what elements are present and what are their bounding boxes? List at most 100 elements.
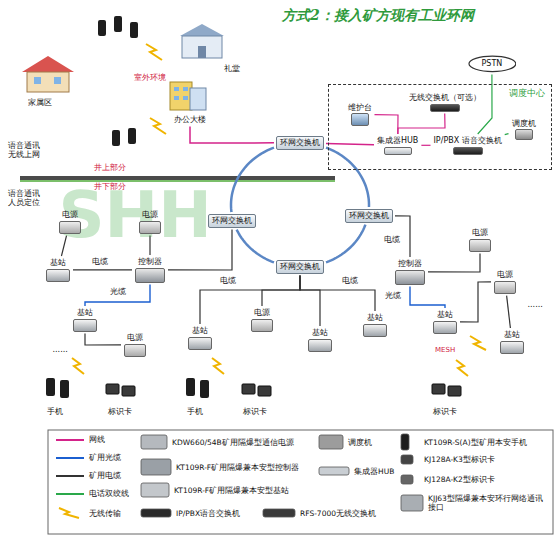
rfs-sample [263, 509, 295, 517]
text-label: 电缆 [219, 276, 237, 286]
legend-swatch [318, 434, 344, 450]
legend-item: KT109R-F矿用隔爆兼本安型基站 [140, 482, 289, 498]
ring-link [326, 225, 365, 263]
power-supply: 电源 [58, 210, 82, 234]
card2-sample [401, 475, 413, 484]
cable-link [507, 296, 511, 328]
kjj-sample [401, 495, 423, 511]
wireless-bolts [456, 360, 468, 376]
node-text: 电源 [62, 210, 78, 220]
house-icon [27, 72, 69, 92]
legend-item: KJJ63型隔爆兼本安环行网络通讯接口 [400, 494, 548, 512]
cable-link [73, 269, 132, 270]
legend-swatch [55, 507, 85, 519]
network-ellipse: PSTN [468, 55, 517, 73]
tag-card-icons [242, 384, 255, 394]
text-label: 电缆 [91, 257, 109, 267]
text-label: 手机 [47, 407, 63, 417]
watermark: SHH [59, 177, 212, 254]
region-heading: 调度中心 [509, 88, 545, 99]
dev-device-icon [139, 221, 161, 234]
cable-link [85, 334, 121, 345]
text-label: 标识卡 [243, 407, 267, 417]
text-label: 电缆 [341, 276, 359, 286]
text-label: 语音通讯 人员定位 [6, 189, 42, 208]
node-text: 基站 [50, 258, 66, 268]
legend-text: 网线 [89, 435, 105, 444]
hall-icon [182, 36, 222, 58]
tag-card-icons [106, 384, 119, 394]
house-icon [34, 77, 41, 84]
text-label: ...... [53, 345, 68, 355]
legend-text: 调度机 [348, 438, 372, 447]
ring-switch: 环网交换机 [345, 209, 393, 223]
dark-device-icon [453, 147, 483, 155]
ring-switch: 环网交换机 [276, 260, 324, 274]
line-sample [56, 493, 84, 495]
node-text: 环网交换机 [280, 138, 320, 148]
base-station: 基站 [72, 308, 98, 332]
legend-swatch [140, 458, 172, 476]
hall-icon [180, 24, 224, 58]
legend-text: KJ128A-K3型标识卡 [424, 455, 495, 464]
node-text: 调度机 [512, 119, 536, 129]
base-station: 基站 [432, 310, 458, 334]
legend-frame [48, 430, 553, 534]
cable-link [300, 276, 320, 326]
legend-swatch [55, 490, 85, 498]
legend-swatch [55, 472, 85, 480]
dev-device-icon [59, 221, 81, 234]
legend-text: 无线传输 [89, 509, 121, 518]
text-label: 光缆 [384, 291, 402, 301]
node-text: 控制器 [398, 259, 422, 269]
ctl-device-icon [395, 270, 425, 285]
node-text: 环网交换机 [280, 262, 320, 272]
cable-link [300, 276, 375, 311]
dark-device-icon [430, 104, 460, 112]
node-text: 无线交换机（可选） [409, 93, 481, 103]
tag-card-icons [106, 384, 461, 396]
legend-text: 电话双绞线 [89, 489, 129, 498]
legend-item: 集成器HUB [318, 466, 394, 476]
node-text: 电源 [472, 228, 488, 238]
text-label: 语音通讯 无线上网 [6, 141, 42, 160]
legend-item: 电话双绞线 [55, 489, 129, 498]
cable-link [85, 285, 150, 306]
node-text: PSTN [482, 59, 503, 69]
legend-swatch [140, 508, 172, 518]
line-sample [56, 457, 84, 459]
mon-device-icon [351, 113, 369, 126]
wireless-bolts [212, 358, 224, 374]
power-supply: 电源 [123, 333, 147, 357]
legend-item: 调度机 [318, 434, 372, 450]
cable-link [421, 145, 430, 146]
light-device-icon [384, 147, 412, 155]
office-building-icon [174, 87, 179, 91]
text-label: 电缆 [383, 235, 401, 245]
ctl-sample [141, 459, 171, 475]
house-icon [22, 56, 74, 72]
legend-item: KT109R-S(A)型矿用本安手机 [400, 433, 527, 451]
cable-link [326, 143, 374, 144]
text-label: 标识卡 [108, 407, 132, 417]
tag-card-icons [432, 384, 445, 394]
legend-swatch [400, 454, 420, 465]
node-text: 基站 [437, 310, 453, 320]
legend-text: KDW660/54B矿用隔爆型通信电源 [172, 438, 294, 447]
handset-icons [114, 16, 122, 32]
hall-icon [180, 24, 224, 36]
cable-link [190, 127, 274, 143]
wireless-bolts [150, 118, 166, 134]
bolt-sample [59, 508, 79, 518]
equipment-box: 维护台 [347, 103, 373, 127]
office-building-icon [183, 87, 188, 91]
power-supply: 电源 [250, 308, 274, 332]
ring-link [231, 148, 274, 212]
controller: 控制器 [134, 257, 166, 283]
node-text: 基站 [192, 326, 208, 336]
bs-device-icon [46, 269, 70, 282]
base-station: 基站 [499, 330, 525, 354]
node-text: 基站 [367, 313, 383, 323]
legend-text: KT109R-F矿用隔爆兼本安型基站 [174, 486, 289, 495]
office-building-icon [170, 82, 206, 110]
